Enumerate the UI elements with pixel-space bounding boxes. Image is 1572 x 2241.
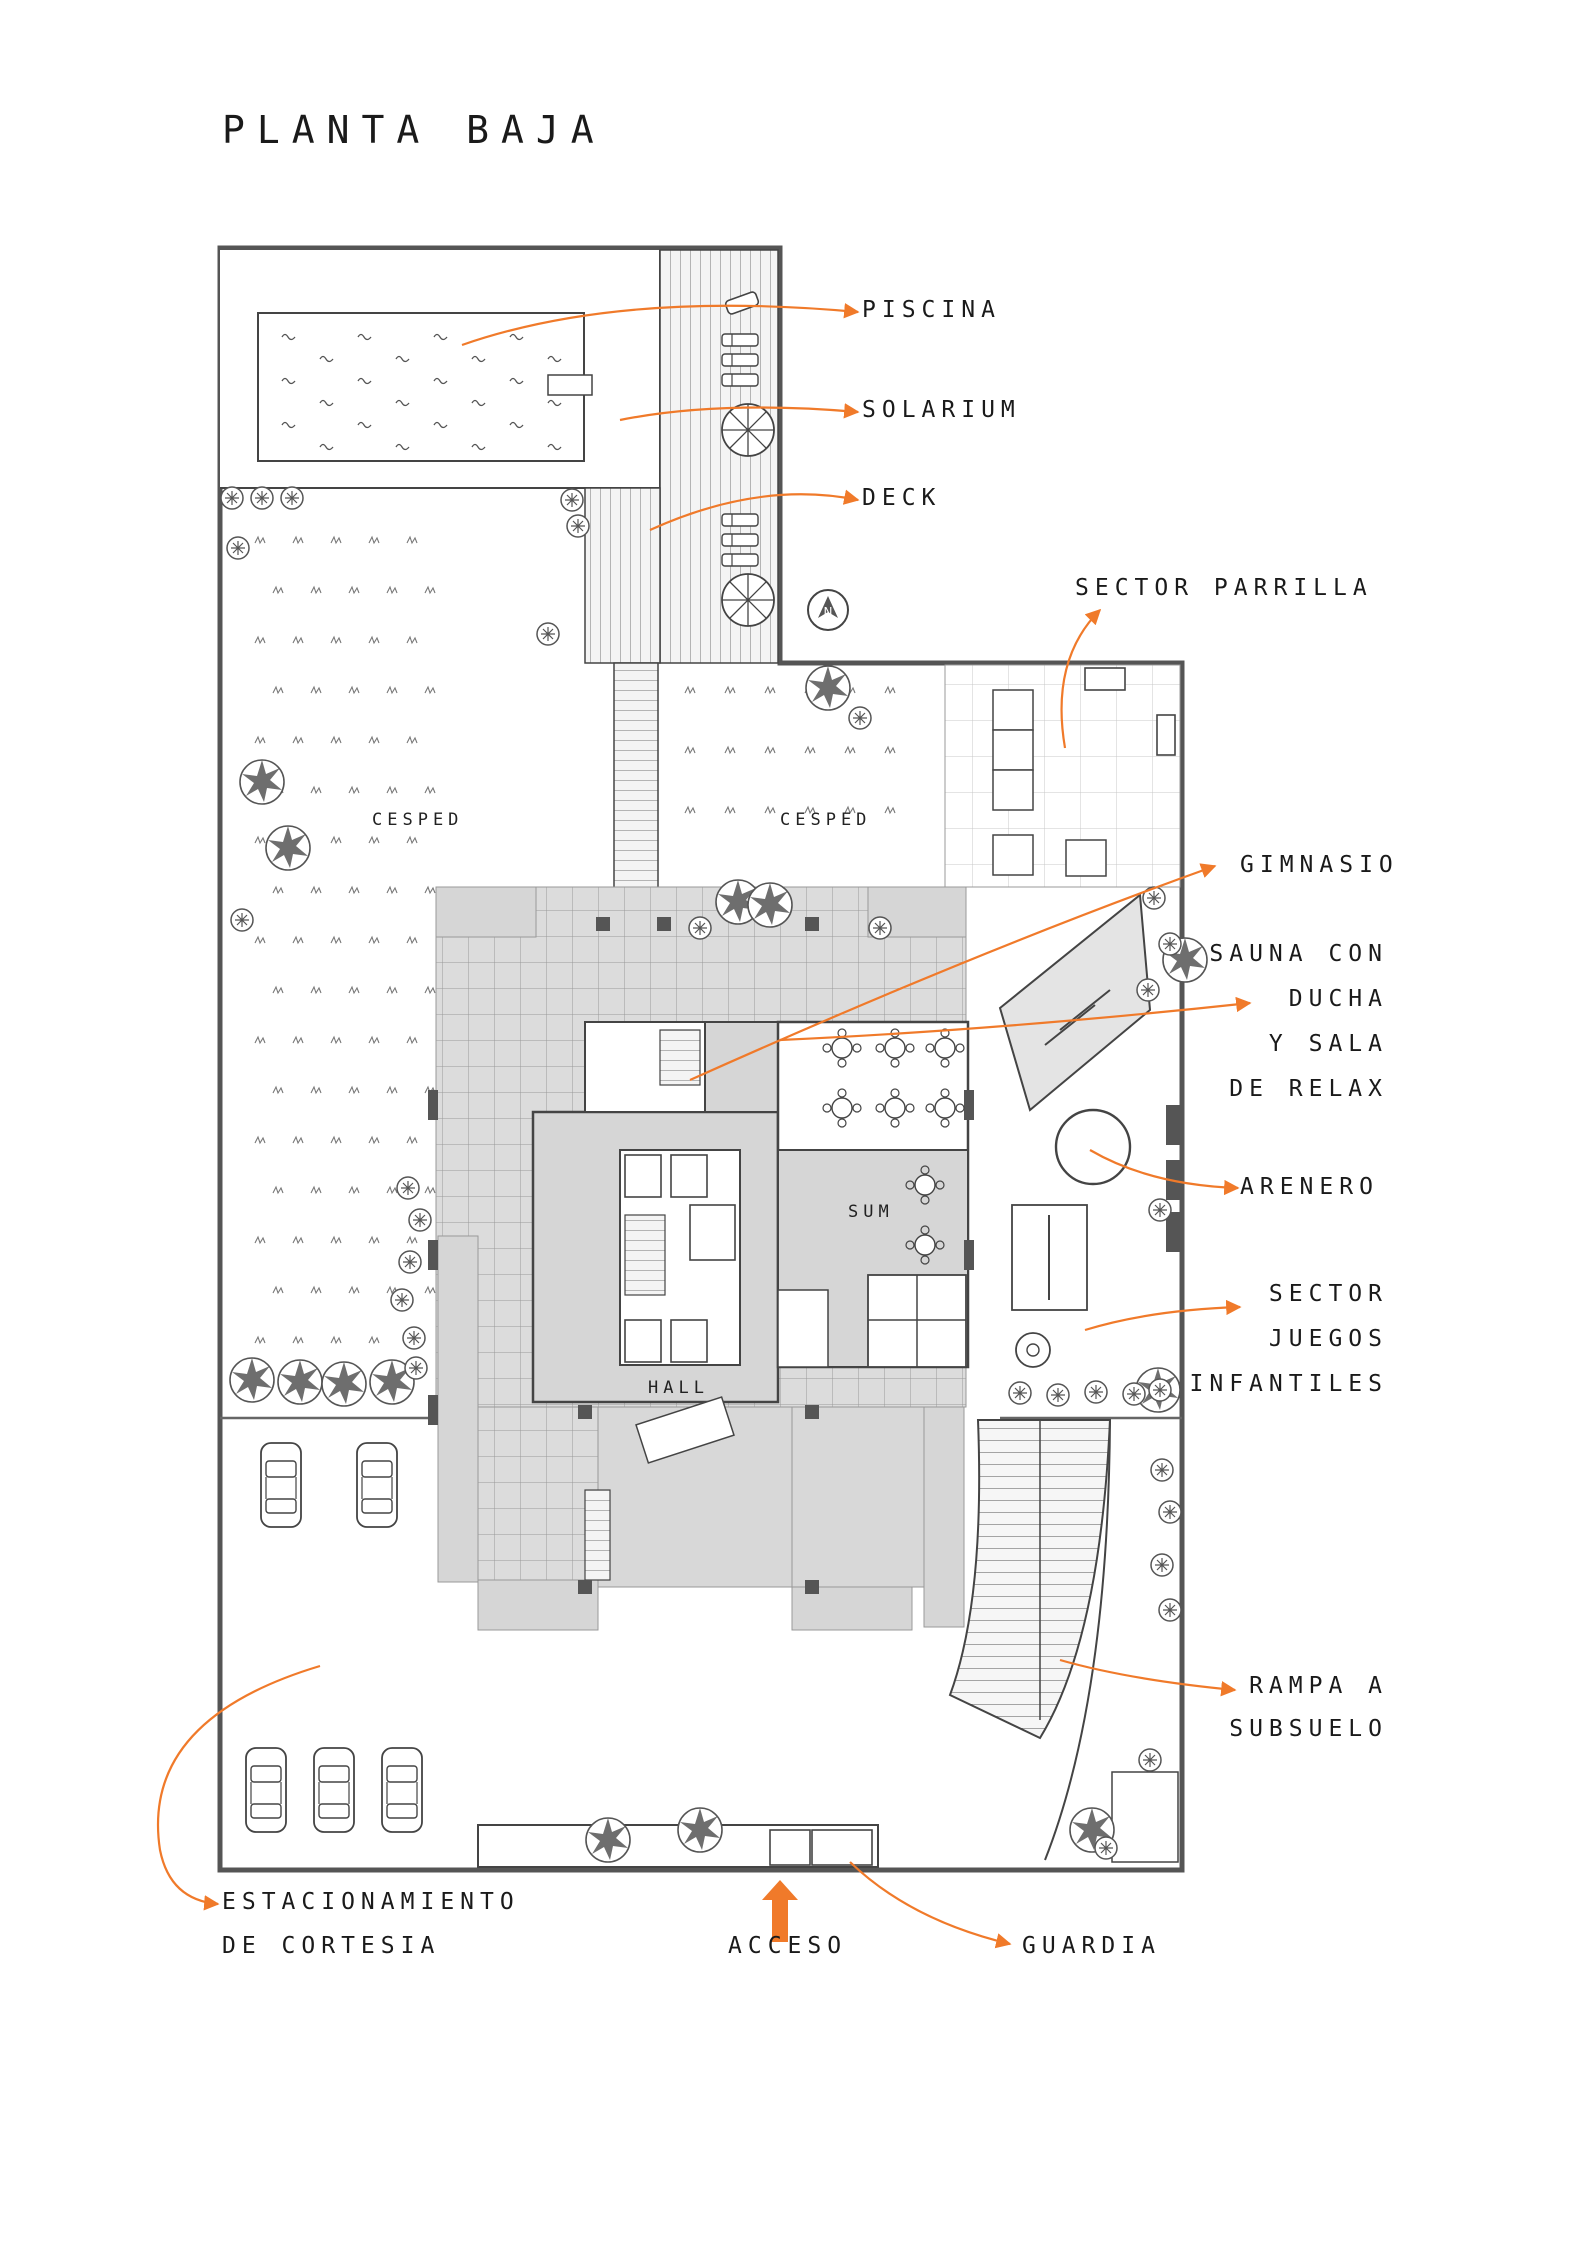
pool bbox=[220, 250, 661, 489]
shrub-icon bbox=[1150, 1553, 1174, 1577]
shrub-icon bbox=[402, 1326, 426, 1350]
label-sauna-line1: SAUNA CON bbox=[1209, 941, 1388, 967]
shrub-icon bbox=[396, 1176, 420, 1200]
annotation-arrows bbox=[156, 303, 1252, 1949]
tree-icon bbox=[747, 882, 793, 928]
shrub-icon bbox=[1046, 1383, 1070, 1407]
tree-icon bbox=[239, 759, 285, 805]
shrub-icon bbox=[1158, 1598, 1182, 1622]
tree-icon bbox=[805, 665, 851, 711]
shrub-icon bbox=[280, 486, 304, 510]
access-arrow-icon bbox=[762, 1880, 798, 1942]
north-arrow-icon: N bbox=[807, 589, 849, 631]
building bbox=[428, 886, 1180, 1631]
shrub-icon bbox=[1008, 1381, 1032, 1405]
playground bbox=[1011, 1204, 1088, 1368]
room-cesped-right: CESPED bbox=[780, 810, 872, 830]
label-piscina: PISCINA bbox=[862, 297, 1001, 323]
label-sector-parrilla: SECTOR PARRILLA bbox=[1075, 575, 1373, 601]
shrub-icon bbox=[1150, 1458, 1174, 1482]
shrub-icon bbox=[536, 622, 560, 646]
svg-text:N: N bbox=[824, 605, 833, 619]
shrub-icon bbox=[408, 1208, 432, 1232]
label-rampa-line2: SUBSUELO bbox=[1229, 1716, 1388, 1742]
label-estacionamiento-line1: ESTACIONAMIENTO bbox=[222, 1889, 520, 1915]
shrub-icon bbox=[1084, 1380, 1108, 1404]
room-cesped-left: CESPED bbox=[372, 810, 464, 830]
shrub-icon bbox=[1158, 1500, 1182, 1524]
label-gimnasio: GIMNASIO bbox=[1240, 852, 1399, 878]
page-title: PLANTA BAJA bbox=[222, 108, 606, 152]
shrub-icon bbox=[390, 1288, 414, 1312]
shrub-icon bbox=[1148, 1198, 1172, 1222]
label-sauna-line4: DE RELAX bbox=[1229, 1076, 1388, 1102]
label-juegos-line1: SECTOR bbox=[1268, 1281, 1388, 1307]
room-sum: SUM bbox=[848, 1202, 894, 1222]
tree-icon bbox=[265, 825, 311, 871]
shrub-icon bbox=[1122, 1382, 1146, 1406]
shrub-icon bbox=[868, 916, 892, 940]
label-juegos-line2: JUEGOS bbox=[1268, 1326, 1388, 1352]
shrub-icon bbox=[250, 486, 274, 510]
shrub-icon bbox=[848, 706, 872, 730]
shrub-icon bbox=[1138, 1748, 1162, 1772]
tree-icon bbox=[277, 1359, 323, 1405]
room-hall: HALL bbox=[648, 1378, 709, 1398]
label-solarium: SOLARIUM bbox=[862, 397, 1021, 423]
shrub-icon bbox=[688, 916, 712, 940]
sandpit bbox=[1054, 1108, 1132, 1186]
ramp bbox=[948, 1419, 1179, 1863]
shrub-icon bbox=[560, 488, 584, 512]
shrub-icon bbox=[220, 486, 244, 510]
shrub-icon bbox=[1136, 978, 1160, 1002]
shrub-icon bbox=[226, 536, 250, 560]
shrub-icon bbox=[566, 514, 590, 538]
label-juegos-line3: INFANTILES bbox=[1189, 1371, 1388, 1397]
tree-icon bbox=[321, 1361, 367, 1407]
label-arenero: ARENERO bbox=[1240, 1174, 1379, 1200]
garden-stairs bbox=[613, 662, 659, 918]
tree-icon bbox=[585, 1817, 631, 1863]
label-sauna-line2: DUCHA bbox=[1288, 986, 1388, 1012]
shrub-icon bbox=[230, 908, 254, 932]
label-guardia: GUARDIA bbox=[1022, 1933, 1161, 1959]
shrub-icon bbox=[1094, 1836, 1118, 1860]
tree-icon bbox=[229, 1357, 275, 1403]
label-estacionamiento-line2: DE CORTESIA bbox=[222, 1933, 441, 1959]
shrub-icon bbox=[404, 1356, 428, 1380]
tree-icon bbox=[677, 1807, 723, 1853]
label-rampa-line1: RAMPA A bbox=[1249, 1673, 1388, 1699]
label-deck: DECK bbox=[862, 485, 942, 511]
shrub-icon bbox=[398, 1250, 422, 1274]
label-acceso: ACCESO bbox=[728, 1933, 848, 1959]
gym-area bbox=[998, 893, 1152, 1112]
label-sauna-line3: Y SALA bbox=[1268, 1031, 1388, 1057]
deck bbox=[584, 249, 779, 664]
